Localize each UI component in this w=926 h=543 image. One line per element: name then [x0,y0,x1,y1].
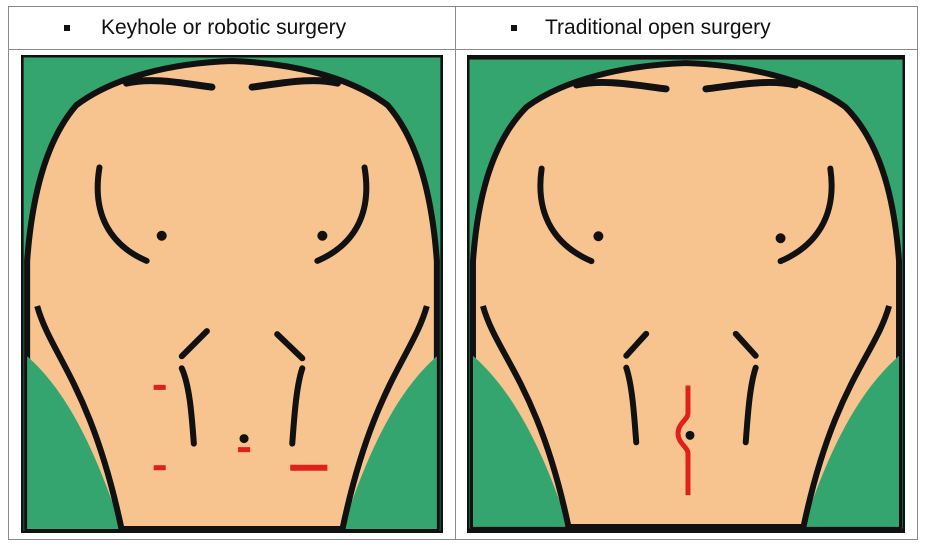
left-nipple [593,231,603,241]
column-title-open: Traditional open surgery [545,16,771,40]
column-open: Traditional open surgery [455,7,917,539]
open-torso-illustration [467,55,905,533]
navel [240,434,249,443]
column-title-keyhole: Keyhole or robotic surgery [101,16,346,40]
keyhole-torso-illustration [21,55,443,533]
comparison-table: Keyhole or robotic surgery [8,6,918,540]
bullet-icon [64,25,70,31]
right-nipple [776,233,786,243]
column-header-keyhole: Keyhole or robotic surgery [9,7,455,50]
right-nipple [317,231,327,241]
left-nipple [157,231,167,241]
navel [686,431,695,440]
bullet-icon [511,25,517,31]
keyhole-illustration [21,55,443,533]
column-keyhole: Keyhole or robotic surgery [9,7,456,539]
column-header-open: Traditional open surgery [455,7,917,50]
open-illustration [467,55,905,533]
